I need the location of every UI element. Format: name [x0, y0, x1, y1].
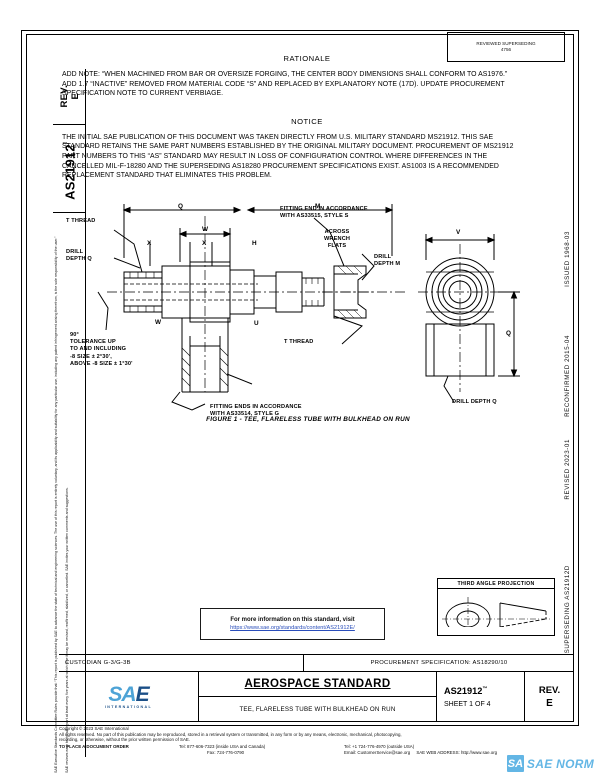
standard-type: AEROSPACE STANDARD — [199, 672, 436, 697]
footer-web-url: http://www.sae.org — [460, 749, 498, 755]
notice-text: THE INITIAL SAE PUBLICATION OF THIS DOCU… — [62, 133, 514, 180]
left-margin-strip: REV. E AS21912™ SAE Executive Standards … — [53, 69, 86, 773]
projection-symbol — [438, 589, 554, 636]
standard-description: TEE, FLARELESS TUBE WITH BULKHEAD ON RUN — [239, 706, 396, 713]
footer-tel-us: Tel: 877-606-7323 (inside USA and Canada… — [179, 744, 266, 750]
dim-h: H — [252, 240, 257, 247]
document-content: RATIONALE ADD NOTE: “WHEN MACHINED FROM … — [62, 36, 552, 181]
sae-logo-cell: SAE INTERNATIONAL — [59, 672, 199, 722]
label-fitting-end-s: FITTING END IN ACCORDANCE WITH AS33515, … — [280, 206, 368, 220]
revision-code-reconfirmed: RECONFIRMED 2015-04 — [564, 335, 571, 417]
title-block-row-main: SAE INTERNATIONAL AEROSPACE STANDARD TEE… — [59, 672, 574, 722]
label-t-thread-left: T THREAD — [66, 218, 96, 224]
footer-rights-2: recording, or otherwise, without the pri… — [59, 737, 191, 743]
title-block: CUSTODIAN G-3/G-3B PROCUREMENT SPECIFICA… — [59, 654, 574, 722]
label-drill-depth-q-left: DRILL DEPTH Q — [66, 249, 92, 263]
revision-stamp-box: REVIEWED SUPERSEDING 4756 — [447, 32, 565, 62]
info-box-text: For more information on this standard, v… — [230, 617, 355, 623]
label-tolerance-note: 90° TOLERANCE UP TO AND INCLUDING -8 SIZ… — [70, 332, 133, 367]
footer-web-label: SAE WEB ADDRESS: — [416, 749, 460, 755]
tb-doc-number: AS21912 — [444, 686, 483, 697]
dim-v: V — [456, 229, 461, 236]
label-fitting-ends-g: FITTING ENDS IN ACCORDANCE WITH AS33514,… — [210, 404, 302, 418]
standard-url-link[interactable]: https://www.sae.org/standards/content/AS… — [230, 625, 355, 631]
dim-m: M — [315, 203, 321, 210]
procurement-spec-field: PROCUREMENT SPECIFICATION: AS18290/10 — [370, 660, 508, 666]
title-block-center: AEROSPACE STANDARD TEE, FLARELESS TUBE W… — [199, 672, 437, 722]
tb-rev-label: REV. — [538, 685, 561, 696]
custodian-field: CUSTODIAN G-3/G-3B — [59, 655, 304, 671]
rev-cell: REV. E — [53, 69, 86, 125]
dim-u: U — [254, 320, 259, 327]
footer-email: Email: CustomerService@sae.org SAE WEB A… — [344, 750, 559, 756]
notice-heading: NOTICE — [291, 116, 323, 126]
footer-email-text: Email: CustomerService@sae.org — [344, 749, 411, 755]
document-number-cell: AS21912™ — [53, 125, 86, 213]
label-t-thread-right: T THREAD — [284, 339, 314, 345]
rationale-heading: RATIONALE — [283, 54, 331, 63]
sae-logo: SAE INTERNATIONAL — [105, 684, 152, 710]
stamp-line-1: REVIEWED SUPERSEDING — [476, 41, 536, 46]
watermark-mark: SA — [506, 755, 524, 772]
sheet-number: SHEET 1 OF 4 — [444, 701, 491, 709]
logo-subtitle: INTERNATIONAL — [104, 705, 153, 710]
footer-copyright: Copyright © 2023 SAE International — [59, 726, 129, 731]
standard-info-box: For more information on this standard, v… — [200, 608, 385, 640]
revision-code-superseding: SUPERSEDING AS21912D — [564, 565, 571, 654]
third-angle-projection-box: THIRD ANGLE PROJECTION — [437, 578, 555, 636]
title-block-row-top: CUSTODIAN G-3/G-3B PROCUREMENT SPECIFICA… — [59, 655, 574, 672]
drawing-outer-border — [21, 30, 579, 726]
tee-fitting-drawing-svg — [97, 204, 520, 411]
dim-w-bottom: W — [155, 319, 162, 326]
dim-x-left: X — [147, 240, 152, 247]
watermark-text: SAE NORM — [526, 756, 594, 771]
right-margin-strip: ISSUED 1968-03 RECONFIRMED 2015-04 REVIS… — [553, 35, 573, 723]
page-footer: Copyright © 2023 SAE International All r… — [59, 726, 559, 755]
tb-trademark: ™ — [482, 685, 488, 692]
label-wrench-flats: ACROSS WRENCH FLATS — [324, 229, 351, 250]
dim-w-top: W — [202, 226, 209, 233]
dim-x-right: X — [202, 240, 207, 247]
footer-order-label: TO PLACE A DOCUMENT ORDER — [59, 744, 129, 750]
technical-drawing-figure: T THREAD DRILL DEPTH Q 90° TOLERANCE UP … — [62, 196, 554, 436]
document-number-cell-bottom: AS21912™ SHEET 1 OF 4 — [437, 672, 525, 722]
dim-q: Q — [178, 203, 183, 210]
revision-cell: REV. E — [525, 672, 574, 722]
revision-code-revised: REVISED 2023-01 — [564, 439, 571, 500]
logo-e: E — [135, 683, 150, 707]
label-drill-depth-m: DRILL DEPTH M — [374, 254, 401, 268]
revision-code-issued: ISSUED 1968-03 — [564, 231, 571, 287]
drawing-inner-border: REV. E AS21912™ SAE Executive Standards … — [26, 34, 574, 773]
footer-fax-us: Fax: 724-776-0790 — [207, 749, 245, 755]
projection-title: THIRD ANGLE PROJECTION — [438, 579, 554, 589]
sae-norm-watermark: SA SAE NORM — [506, 755, 594, 772]
stamp-line-2: 4756 — [500, 47, 512, 52]
label-drill-depth-q-right: DRILL DEPTH Q — [452, 399, 497, 405]
figure-caption: FIGURE 1 - TEE, FLARELESS TUBE WITH BULK… — [206, 416, 410, 423]
logo-sa: SA — [108, 683, 136, 707]
rationale-text: ADD NOTE: “WHEN MACHINED FROM BAR OR OVE… — [62, 71, 508, 98]
footer-rights-1: All rights reserved. No part of this pub… — [59, 731, 402, 737]
tb-rev-value: E — [546, 698, 553, 709]
footer-tel-intl: Tel: +1 724-776-4970 (outside USA) — [344, 744, 415, 750]
dim-q-right: Q — [506, 330, 511, 337]
